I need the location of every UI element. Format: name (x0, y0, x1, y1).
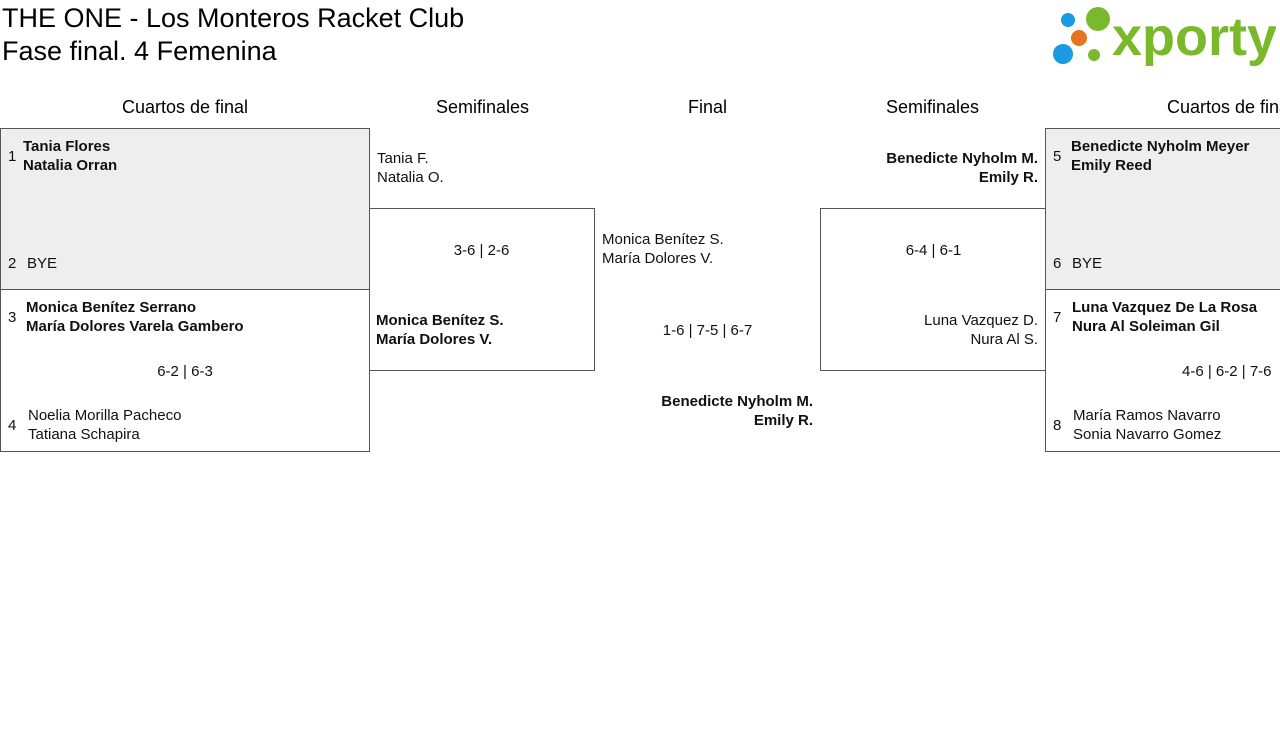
seed-1: 1 (8, 148, 17, 165)
player-name: BYE (1072, 255, 1103, 272)
qf3-pair-a: Benedicte Nyholm Meyer Emily Reed (1071, 137, 1249, 175)
seed-2: 2 (8, 255, 17, 272)
player-name: Benedicte Nyholm Meyer (1071, 138, 1250, 155)
player-name: Emily Reed (1071, 157, 1152, 174)
player-name: Tania F. (377, 150, 429, 167)
qf-match-2[interactable]: 3 Monica Benítez Serrano María Dolores V… (0, 289, 370, 452)
player-name: María Dolores V. (376, 331, 493, 348)
player-name: María Dolores V. (602, 250, 714, 267)
player-name: Monica Benítez S. (602, 231, 724, 248)
logo-dot-blue-small (1061, 13, 1075, 27)
player-name: Sonia Navarro Gomez (1073, 426, 1222, 443)
player-name: Luna Vazquez D. (924, 312, 1038, 329)
logo-dot-orange (1071, 30, 1087, 46)
logo-dot-green-small (1088, 49, 1100, 61)
player-name: Benedicte Nyholm M. (661, 393, 813, 410)
seed-8: 8 (1053, 417, 1062, 434)
sf-right-pair-b: Luna Vazquez D. Nura Al S. (821, 311, 1038, 349)
qf-match-3[interactable]: 5 Benedicte Nyholm Meyer Emily Reed 6 BY… (1045, 128, 1280, 290)
sf-left-pair-a: Tania F. Natalia O. (377, 149, 444, 187)
player-name: Natalia O. (377, 169, 444, 186)
qf4-pair-a: Luna Vazquez De La Rosa Nura Al Soleiman… (1072, 298, 1257, 336)
player-name: Tatiana Schapira (28, 426, 140, 443)
seed-3: 3 (8, 309, 17, 326)
sf-right-match[interactable]: 6-4 | 6-1 Luna Vazquez D. Nura Al S. (820, 208, 1046, 371)
round-head-right-semis: Semifinales (885, 97, 980, 117)
match-score: 4-6 | 6-2 | 7-6 (1182, 363, 1272, 380)
page-subtitle: Fase final. 4 Femenina (2, 36, 277, 66)
logo-dot-green (1086, 7, 1110, 31)
match-score: 6-4 | 6-1 (905, 242, 962, 259)
round-head-left-quarters: Cuartos de final (121, 97, 249, 117)
player-name: Natalia Orran (23, 157, 118, 174)
player-name: María Dolores Varela Gambero (26, 318, 244, 335)
sf-left-match[interactable]: 3-6 | 2-6 Monica Benítez S. María Dolore… (369, 208, 595, 371)
page-title: THE ONE - Los Monteros Racket Club (2, 3, 465, 33)
round-head-final: Final (687, 97, 727, 117)
sf-right-pair-a: Benedicte Nyholm M. Emily R. (820, 149, 1038, 187)
xporty-logo[interactable]: xporty (1050, 3, 1276, 67)
player-name: Luna Vazquez De La Rosa (1072, 299, 1258, 316)
round-head-right-quarters: Cuartos de final (1166, 97, 1280, 117)
qf2-pair-a: Monica Benítez Serrano María Dolores Var… (26, 298, 244, 336)
qf1-pair-b: BYE (27, 254, 57, 273)
qf3-pair-b: BYE (1072, 254, 1102, 273)
match-score: 6-2 | 6-3 (157, 363, 213, 380)
player-name: Tania Flores (23, 138, 111, 155)
logo-dot-blue-large (1053, 44, 1073, 64)
player-name: Monica Benítez S. (376, 312, 504, 329)
player-name: Monica Benítez Serrano (26, 299, 197, 316)
player-name: Nura Al Soleiman Gil (1072, 318, 1220, 335)
player-name: Nura Al S. (970, 331, 1038, 348)
final-pair-a: Monica Benítez S. María Dolores V. (602, 230, 724, 268)
seed-4: 4 (8, 417, 17, 434)
player-name: Emily R. (753, 412, 813, 429)
sf-left-pair-b: Monica Benítez S. María Dolores V. (376, 311, 504, 349)
player-name: Noelia Morilla Pacheco (28, 407, 182, 424)
player-name: María Ramos Navarro (1073, 407, 1221, 424)
qf2-pair-b: Noelia Morilla Pacheco Tatiana Schapira (28, 406, 181, 444)
player-name: Emily R. (978, 169, 1038, 186)
player-name: Benedicte Nyholm M. (886, 150, 1038, 167)
seed-6: 6 (1053, 255, 1062, 272)
final-pair-b: Benedicte Nyholm M. Emily R. (595, 392, 813, 430)
final-score: 1-6 | 7-5 | 6-7 (662, 322, 753, 339)
player-name: BYE (27, 255, 58, 272)
qf4-pair-b: María Ramos Navarro Sonia Navarro Gomez (1073, 406, 1221, 444)
logo-wordmark: xporty (1112, 7, 1276, 67)
qf-match-4[interactable]: 7 Luna Vazquez De La Rosa Nura Al Soleim… (1045, 289, 1280, 452)
seed-5: 5 (1053, 148, 1062, 165)
round-head-left-semis: Semifinales (435, 97, 530, 117)
qf1-pair-a: Tania Flores Natalia Orran (23, 137, 117, 175)
match-score: 3-6 | 2-6 (453, 242, 510, 259)
qf-match-1[interactable]: 1 Tania Flores Natalia Orran 2 BYE (0, 128, 370, 290)
seed-7: 7 (1053, 309, 1062, 326)
